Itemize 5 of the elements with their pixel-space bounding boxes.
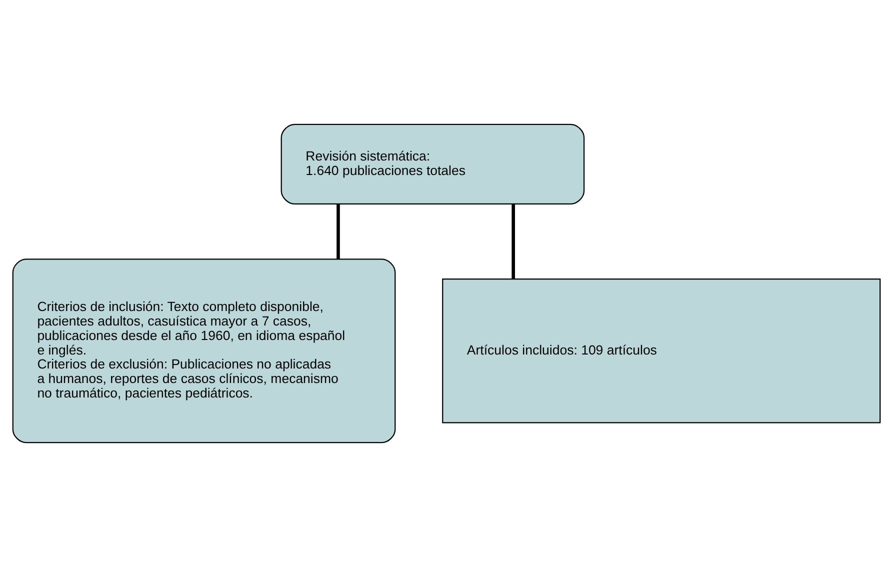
node-box: Criterios de inclusión: Texto completo disponible, pacientes adultos, casuística mayor a 7 casos, publicaciones desde el año 1960, en idioma español e inglés. Criterios de exclusión: Publicaciones no aplicadas a humanos, reportes de casos clínicos, mecanismo no traumático, pacientes pediátricos.	[12, 258, 396, 444]
node-box: Artículos incluidos: 109 artículos	[442, 278, 881, 424]
node-box: Revisión sistemática: 1.640 publicaciones totales	[280, 124, 585, 205]
connector	[336, 204, 340, 260]
connector	[512, 204, 515, 279]
